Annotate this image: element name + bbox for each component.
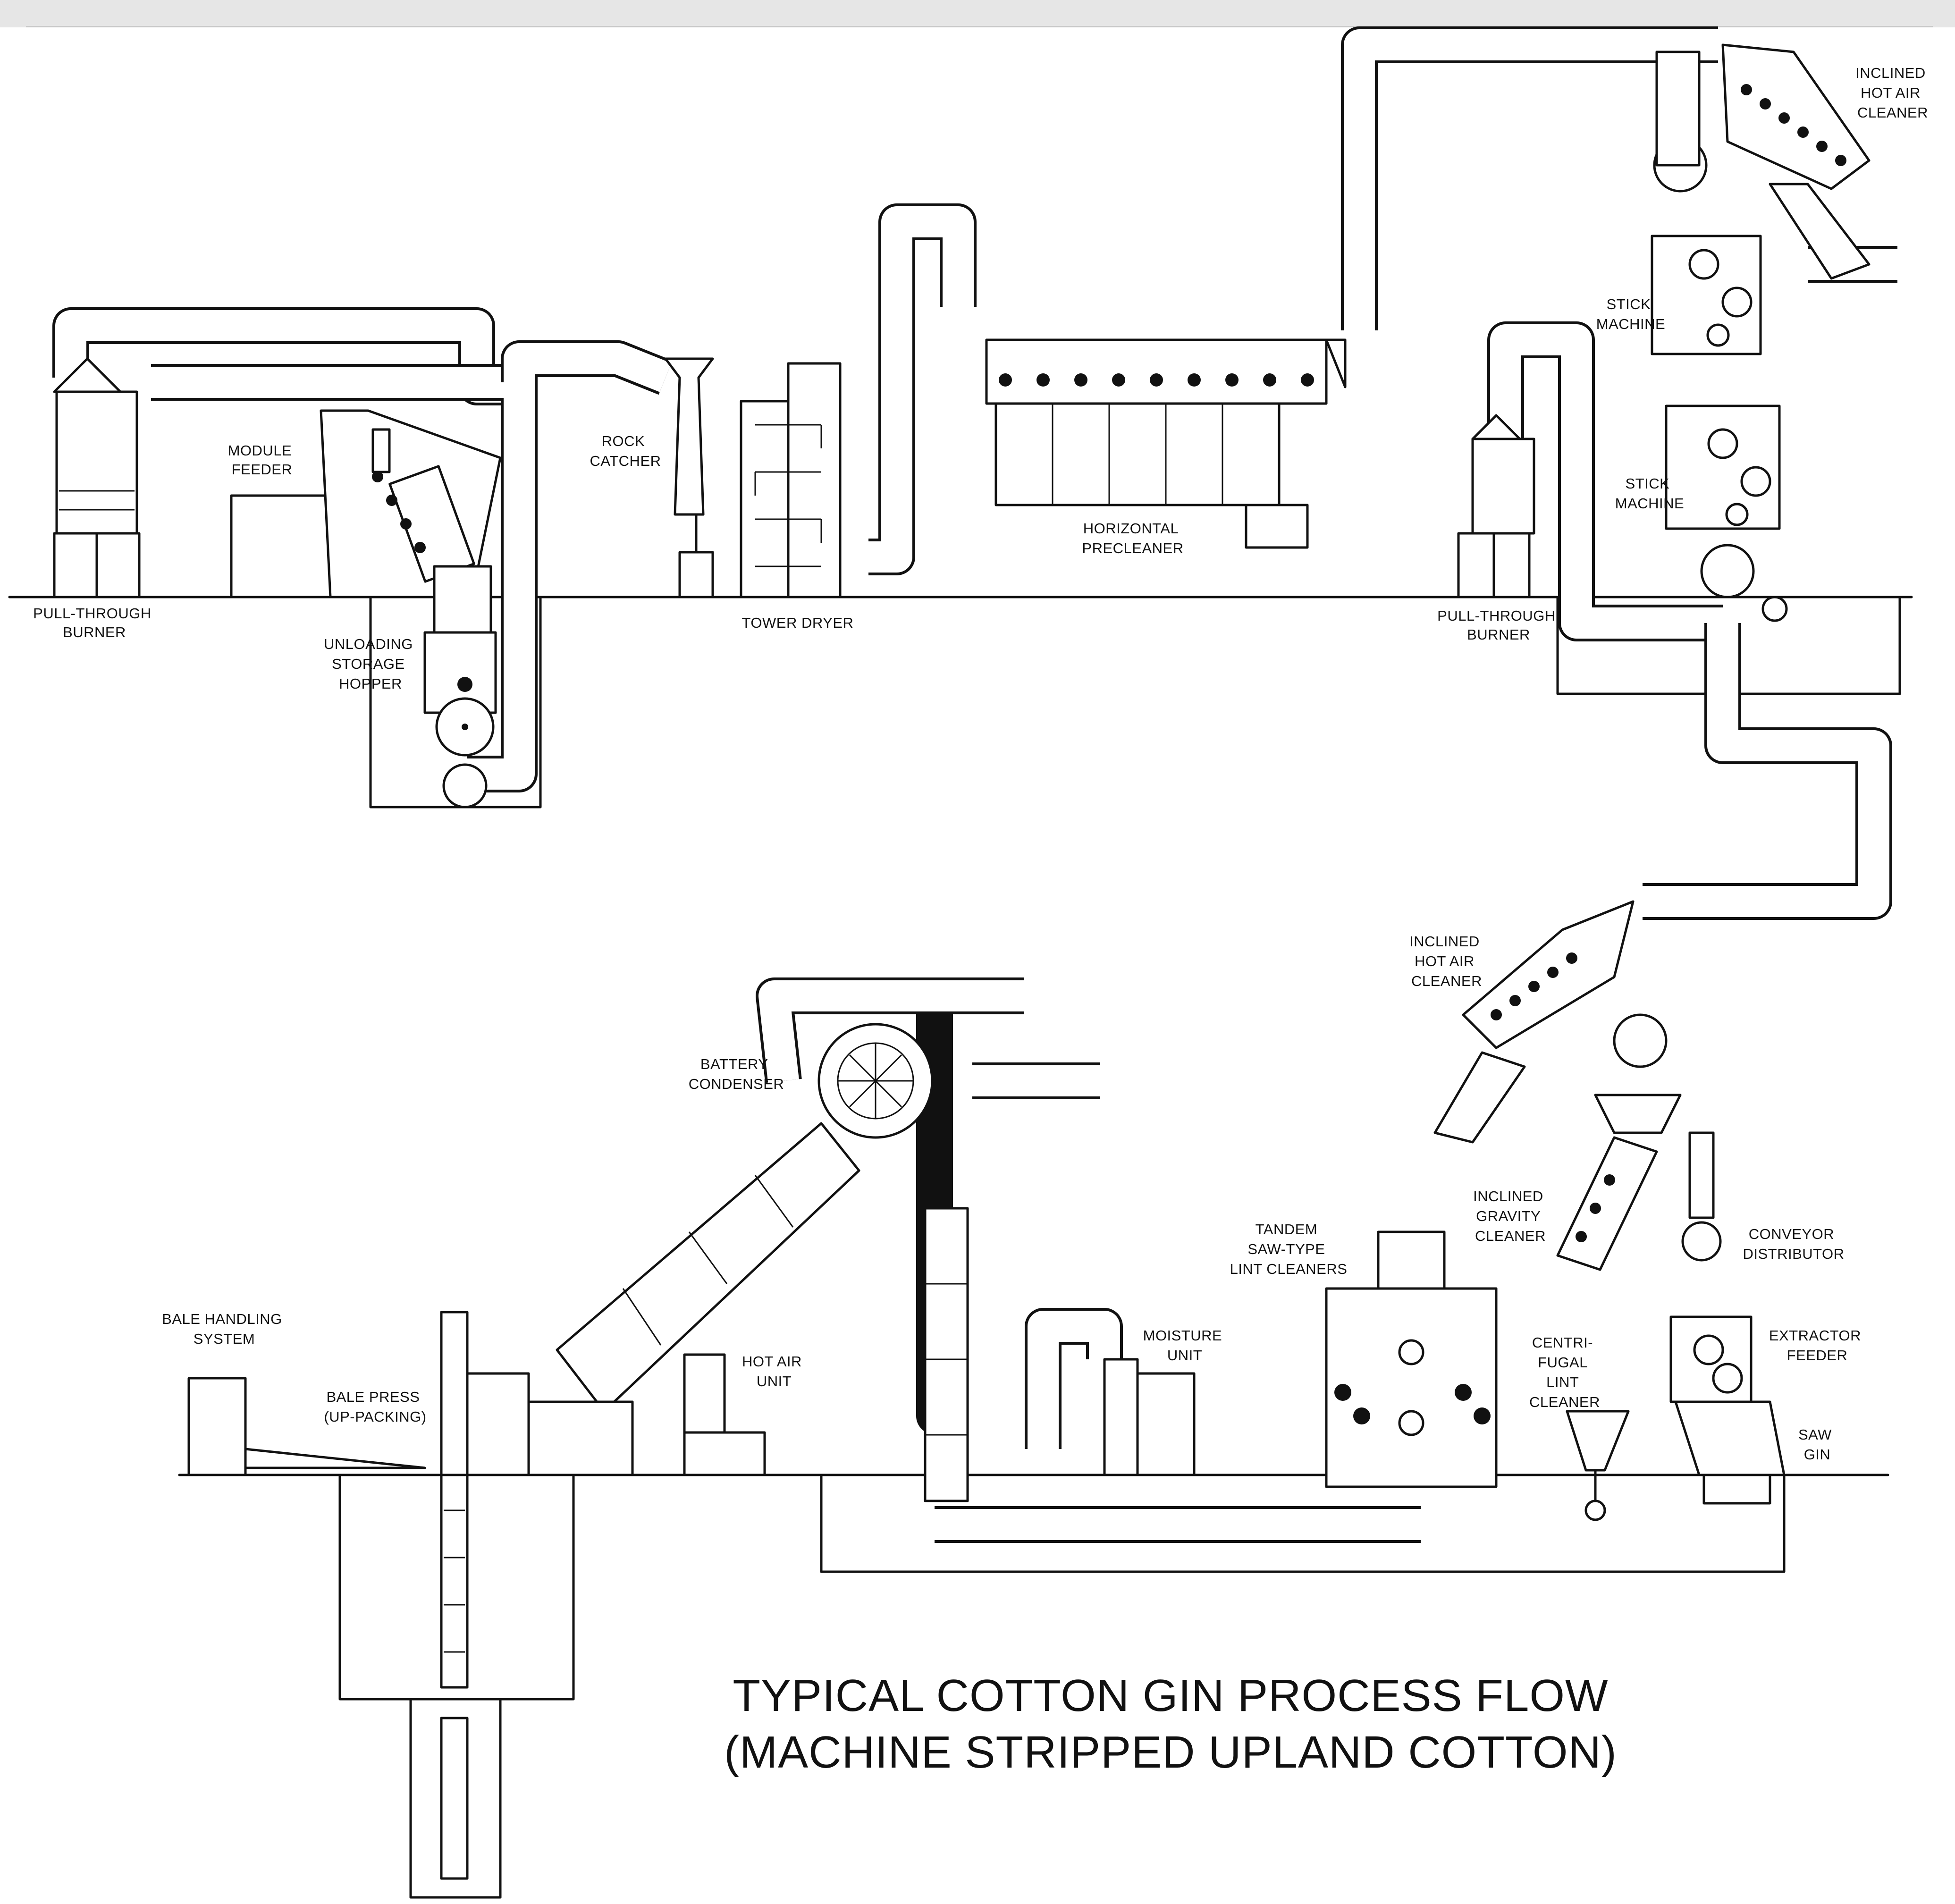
label-inclined-hot-air-cleaner-1: INCLINED HOT AIR CLEANER xyxy=(1855,65,1930,121)
unloading-storage-hopper xyxy=(423,565,497,809)
diagram-title: TYPICAL COTTON GIN PROCESS FLOW (MACHINE… xyxy=(724,1670,1617,1778)
label-tandem-lint-cleaners: TANDEM SAW-TYPE LINT CLEANERS xyxy=(1230,1221,1348,1277)
label-rock-catcher: ROCK CATCHER xyxy=(590,433,661,469)
extractor-feeder xyxy=(1669,1315,1753,1403)
inclined-gravity-cleaner xyxy=(1556,1136,1658,1271)
label-inclined-gravity-cleaner: INCLINED GRAVITY CLEANER xyxy=(1473,1188,1548,1244)
label-battery-condenser: BATTERY CONDENSER xyxy=(689,1056,784,1092)
inclined-hot-air-cleaner-2 xyxy=(1433,900,1682,1144)
label-conveyor-distributor: CONVEYOR DISTRIBUTOR xyxy=(1743,1226,1844,1262)
battery-condenser xyxy=(817,1023,969,1502)
bale-handling-system xyxy=(187,1377,426,1476)
tandem-lint-cleaners xyxy=(1325,1230,1498,1488)
stick-machine-1 xyxy=(1651,235,1762,355)
conveyor-distributor xyxy=(1681,1131,1722,1262)
lint-slide xyxy=(556,1122,860,1413)
title-line-1: TYPICAL COTTON GIN PROCESS FLOW xyxy=(733,1670,1608,1721)
label-module-feeder: MODULE FEEDER xyxy=(228,442,296,478)
pull-through-burner-2 xyxy=(1457,414,1535,598)
label-centrifugal-lint-cleaner: CENTRI- FUGAL LINT CLEANER xyxy=(1529,1334,1600,1410)
label-saw-gin: SAW GIN xyxy=(1798,1426,1836,1463)
label-unloading-storage-hopper: UNLOADING STORAGE HOPPER xyxy=(324,636,417,692)
label-inclined-hot-air-cleaner-2: INCLINED HOT AIR CLEANER xyxy=(1409,933,1484,989)
upper-ductwork xyxy=(52,26,1897,920)
tower-dryer xyxy=(740,362,842,598)
inclined-hot-air-cleaner-1 xyxy=(1653,43,1871,280)
label-bale-press: BALE PRESS (UP-PACKING) xyxy=(324,1389,426,1425)
label-hot-air-unit: HOT AIR UNIT xyxy=(742,1353,806,1390)
rock-catcher xyxy=(664,357,714,598)
bale-press xyxy=(440,1311,634,1880)
title-line-2: (MACHINE STRIPPED UPLAND COTTON) xyxy=(724,1727,1617,1778)
label-moisture-unit: MOISTURE UNIT xyxy=(1143,1327,1227,1364)
pull-through-burner-1 xyxy=(53,357,141,598)
label-stick-machine-2: STICK MACHINE xyxy=(1615,475,1684,512)
label-horizontal-precleaner: HORIZONTAL PRECLEANER xyxy=(1082,520,1183,556)
hot-air-unit xyxy=(683,1353,766,1476)
label-extractor-feeder: EXTRACTOR FEEDER xyxy=(1769,1327,1865,1364)
saw-gin xyxy=(1674,1400,1786,1505)
label-tower-dryer: TOWER DRYER xyxy=(742,615,854,631)
label-bale-handling-system: BALE HANDLING SYSTEM xyxy=(162,1311,287,1347)
centrifugal-lint-cleaner xyxy=(1566,1410,1630,1521)
top-shade xyxy=(0,0,1955,27)
moisture-unit xyxy=(1103,1358,1196,1476)
horizontal-precleaner xyxy=(985,338,1347,549)
module-feeder xyxy=(230,409,502,598)
label-pull-through-burner-2: PULL-THROUGH BURNER xyxy=(1437,607,1560,643)
stick-machine-2 xyxy=(1665,404,1788,622)
component-labels: PULL-THROUGH BURNER MODULE FEEDER UNLOAD… xyxy=(33,65,1930,1463)
label-pull-through-burner-1: PULL-THROUGH BURNER xyxy=(33,605,156,640)
label-stick-machine-1: STICK MACHINE xyxy=(1596,296,1665,332)
